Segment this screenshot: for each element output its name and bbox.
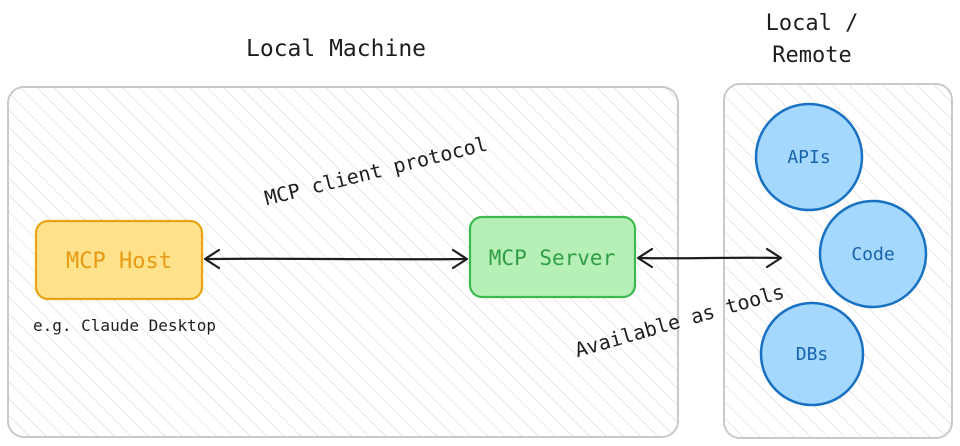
tools-arrow <box>636 247 783 269</box>
remote-title-line-1: Local / <box>765 11 859 36</box>
code-node: Code <box>818 199 928 309</box>
mcp-host-caption: e.g. Claude Desktop <box>33 316 217 335</box>
dbs-node: DBs <box>759 301 865 407</box>
remote-title-line-2: Remote <box>772 43 852 68</box>
apis-node: APIs <box>754 102 864 212</box>
apis-label: APIs <box>787 147 830 168</box>
dbs-label: DBs <box>796 344 829 365</box>
mcp-server-label: MCP Server <box>489 246 615 270</box>
local-machine-title: Local Machine <box>246 36 427 62</box>
mcp-host-node: MCP Host <box>34 219 204 301</box>
client-protocol-arrow <box>203 248 469 270</box>
mcp-host-label: MCP Host <box>66 249 172 274</box>
mcp-server-node: MCP Server <box>468 215 637 299</box>
code-label: Code <box>851 244 894 265</box>
remote-zone-title: Local / Remote <box>752 8 872 72</box>
local-machine-zone <box>7 86 679 438</box>
